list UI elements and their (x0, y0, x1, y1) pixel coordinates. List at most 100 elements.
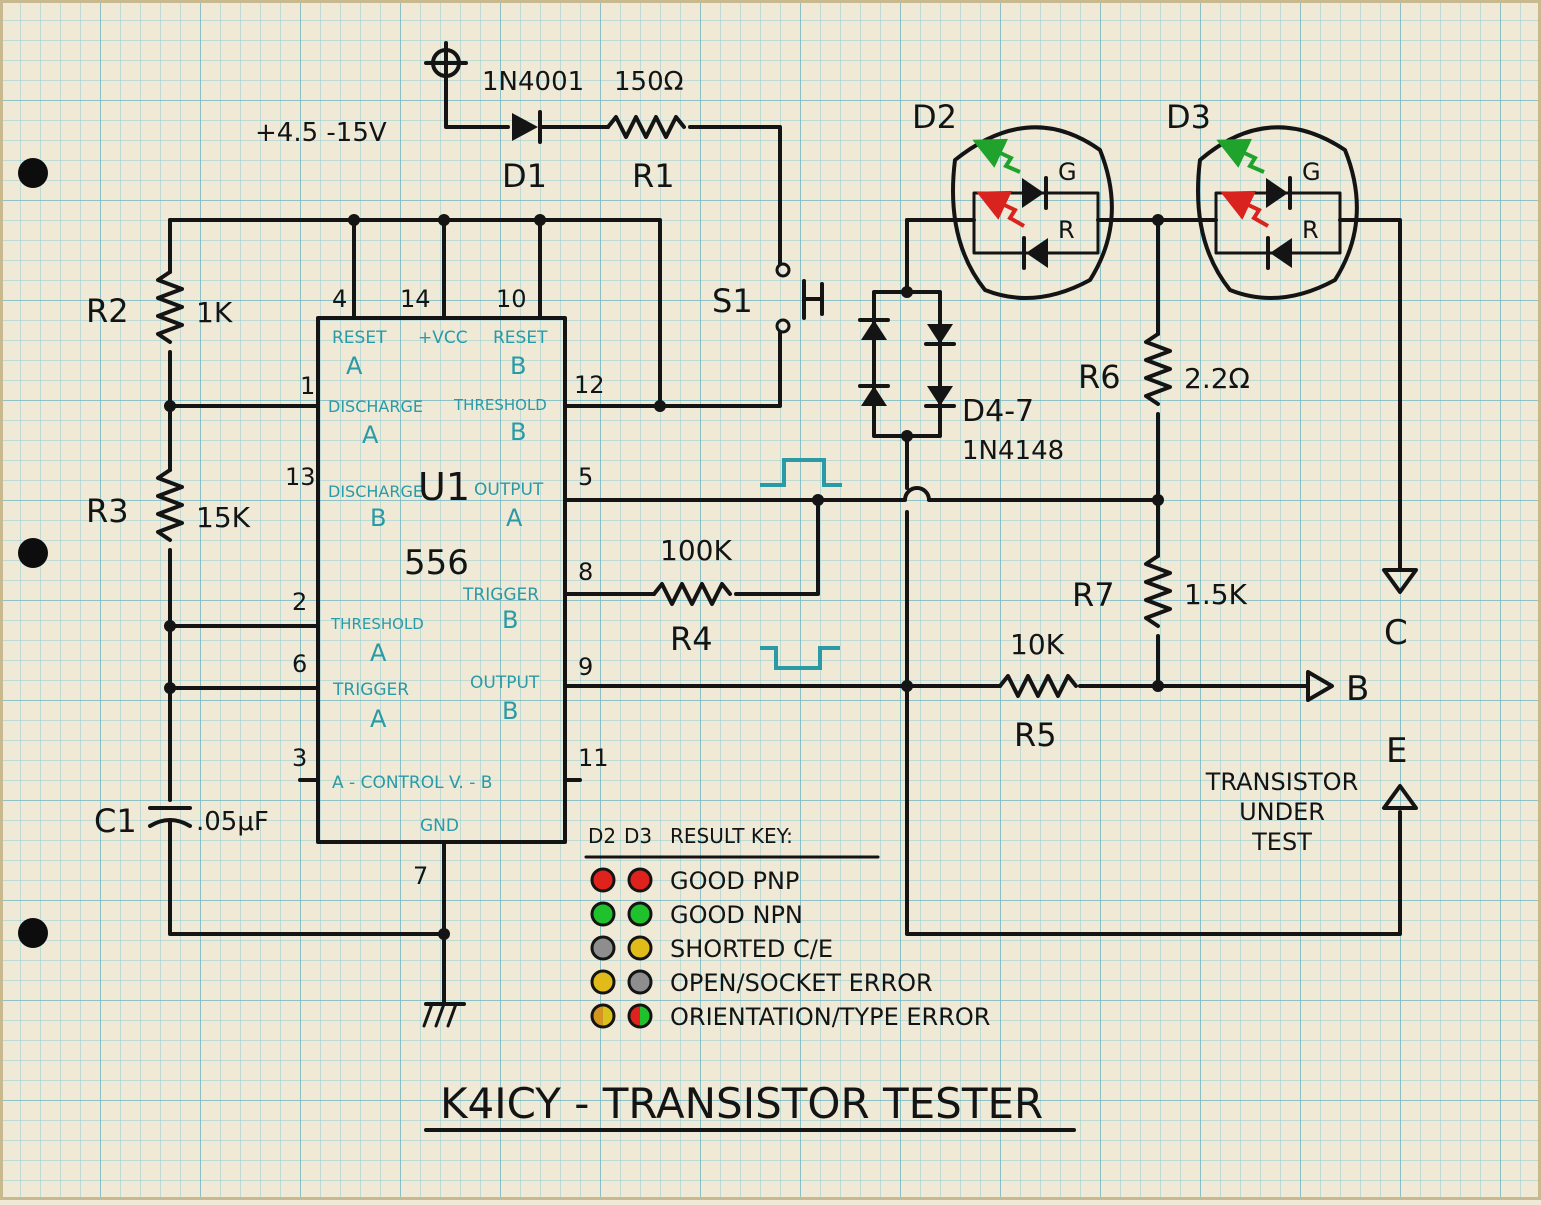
base-label: B (1346, 669, 1369, 709)
pin-7-number: 7 (413, 862, 428, 890)
pin-3-number: 3 (292, 744, 307, 772)
d3-state-indicator (627, 901, 653, 927)
d3-ref-label: D3 (1166, 98, 1211, 136)
ic-ref-label: U1 (418, 465, 470, 509)
key-row: GOOD NPN (590, 901, 803, 929)
ic-u1-body (316, 316, 567, 844)
gnd-label: GND (420, 816, 459, 836)
supply-wire (444, 74, 510, 129)
r5-value-label: 10K (1010, 628, 1065, 661)
resistor-r4-symbol (652, 582, 732, 606)
wire-r1-s1 (688, 125, 782, 266)
output-b-sub: B (502, 697, 518, 725)
d2-red-label: R (1058, 216, 1075, 244)
key-row-label: GOOD NPN (670, 901, 803, 929)
collector-terminal-symbol (1382, 568, 1418, 594)
timing-pin-wires (168, 404, 320, 690)
resistor-r7-symbol (1144, 554, 1172, 628)
output-a-wire (563, 486, 1160, 502)
r4-value-label: 100K (660, 534, 732, 567)
d1-part-label: 1N4001 (482, 67, 584, 97)
control-voltage-label: A - CONTROL V. - B (332, 773, 492, 793)
d3-state-indicator (627, 935, 653, 961)
discharge-b-label: DISCHARGE (328, 482, 423, 501)
dut-label-line-3: TEST (1251, 828, 1312, 856)
binder-hole-top (18, 158, 48, 188)
collector-label: C (1384, 613, 1408, 653)
d4-7-ref-label: D4-7 (962, 394, 1034, 429)
threshold-b-sub: B (510, 418, 526, 446)
r5-ref-label: R5 (1014, 716, 1057, 754)
pin-5-number: 5 (578, 463, 593, 491)
key-row-label: ORIENTATION/TYPE ERROR (670, 1003, 990, 1031)
d3-green-label: G (1302, 158, 1321, 186)
wire-r4-output-a (734, 498, 820, 596)
emitter-terminal-symbol (1382, 784, 1418, 810)
ground-symbol (422, 1002, 466, 1028)
diode-bridge-d4-d7-symbol (858, 318, 956, 408)
threshold-a-label: THRESHOLD (330, 615, 424, 633)
key-row: GOOD PNP (590, 867, 799, 895)
trigger-b-label: TRIGGER (462, 585, 539, 605)
key-header-title: RESULT KEY: (670, 824, 793, 848)
junction-dot (534, 214, 546, 226)
pin-11-number: 11 (578, 744, 609, 772)
resistor-r6-symbol (1144, 332, 1172, 406)
ic-part-label: 556 (404, 543, 469, 583)
d1-ref-label: D1 (502, 157, 547, 195)
square-wave-b-annotation (760, 646, 840, 670)
junction-dot (438, 928, 450, 940)
threshold-b-label: THRESHOLD (453, 396, 547, 414)
junction-dot (654, 400, 666, 412)
d2-state-indicator (590, 1003, 616, 1029)
output-a-label: OUTPUT (474, 480, 544, 500)
pin-1-number: 1 (300, 372, 315, 400)
reset-b-sub: B (510, 352, 526, 380)
switch-s1-symbol (775, 262, 824, 334)
junction-dot (348, 214, 360, 226)
supply-voltage-label: +4.5 -15V (255, 118, 387, 148)
key-row: ORIENTATION/TYPE ERROR (590, 1003, 990, 1031)
reset-a-label: RESET (332, 328, 387, 348)
d3-state-indicator (627, 1003, 653, 1029)
r6-value-label: 2.2Ω (1184, 362, 1250, 395)
junction-dot (438, 214, 450, 226)
r7-value-label: 1.5K (1184, 578, 1248, 611)
discharge-a-sub: A (362, 421, 379, 449)
trigger-a-sub: A (370, 705, 387, 733)
vcc-label: +VCC (418, 328, 468, 348)
pin-2-number: 2 (292, 588, 307, 616)
key-row-label: GOOD PNP (670, 867, 799, 895)
dut-label-line-2: UNDER (1239, 798, 1325, 826)
square-wave-a-annotation (760, 458, 842, 487)
output-b-label: OUTPUT (470, 673, 540, 693)
r2-ref-label: R2 (86, 292, 129, 330)
r6-ref-label: R6 (1078, 358, 1121, 396)
junction-dot (164, 400, 176, 412)
d3-state-indicator (627, 969, 653, 995)
led-d3-symbol (1196, 125, 1359, 300)
r4-ref-label: R4 (670, 620, 713, 658)
d3-state-indicator (627, 867, 653, 893)
binder-hole-bottom (18, 918, 48, 948)
discharge-b-sub: B (370, 504, 386, 532)
r2-value-label: 1K (196, 296, 233, 329)
wire-c1-ground (168, 818, 448, 936)
resistor-r3-symbol (156, 468, 184, 542)
pin-13-number: 13 (285, 463, 316, 491)
wire-s1-threshold-b (563, 330, 782, 408)
sheet-title: K4ICY - TRANSISTOR TESTER (440, 1079, 1043, 1128)
threshold-a-sub: A (370, 639, 387, 667)
trigger-a-label: TRIGGER (332, 680, 409, 700)
pin-12-number: 12 (574, 371, 605, 399)
r3-ref-label: R3 (86, 492, 129, 530)
led-d2-symbol (951, 125, 1114, 300)
c1-value-label: .05μF (196, 807, 269, 837)
wire-bridge-emitter (905, 434, 1402, 936)
pin-8-number: 8 (578, 558, 593, 586)
d2-state-indicator (590, 935, 616, 961)
junction-dot (164, 682, 176, 694)
d3-red-label: R (1302, 216, 1319, 244)
